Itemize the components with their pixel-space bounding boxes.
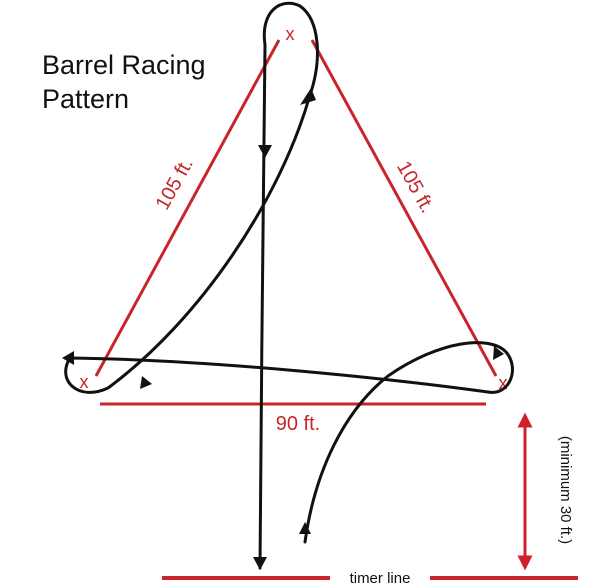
left-side-line xyxy=(94,39,281,377)
top-barrel-marker: x xyxy=(286,24,295,44)
right-side-line xyxy=(310,39,498,377)
path-arrow-finish xyxy=(253,557,267,570)
right-side-label: 105 ft. xyxy=(392,157,438,216)
path-arrow-right-barrel xyxy=(493,346,504,360)
path-arrow-home-stretch xyxy=(258,145,272,158)
base-label: 90 ft. xyxy=(276,413,320,435)
path-arrow-left-barrel xyxy=(62,351,74,365)
minimum-distance-label: (minimum 30 ft.) xyxy=(557,436,574,544)
title-line-2: Pattern xyxy=(42,84,129,114)
run-path xyxy=(64,1,514,570)
path-arrow-top-approach xyxy=(300,88,316,105)
path-arrow-diagonal xyxy=(140,376,152,389)
timer-line-label: timer line xyxy=(350,570,411,587)
title-line-1: Barrel Racing xyxy=(42,50,206,80)
right-barrel-marker: x xyxy=(499,373,508,393)
left-barrel-marker: x xyxy=(80,372,89,392)
path-arrow-start xyxy=(299,522,311,534)
